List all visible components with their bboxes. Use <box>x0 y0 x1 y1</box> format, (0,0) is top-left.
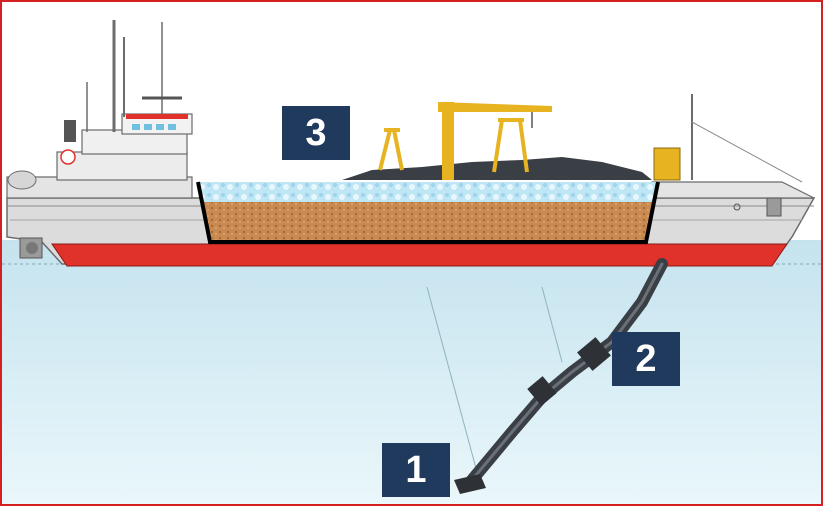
drag-head-label-badge: 1 <box>382 443 450 497</box>
bridge-window <box>144 124 152 130</box>
bridge-window <box>132 124 140 130</box>
hopper-sediment <box>202 202 654 240</box>
suction-pipe-label-badge: 2 <box>612 332 680 386</box>
porthole <box>733 203 741 211</box>
superstructure-lower <box>56 151 188 181</box>
propeller <box>26 242 38 254</box>
bow-deck <box>651 181 815 199</box>
hull-bottom-paint <box>51 243 788 267</box>
lifeboat <box>7 170 37 190</box>
bridge-roof <box>126 114 188 119</box>
funnel <box>64 120 76 142</box>
hopper-outline <box>196 181 660 244</box>
bridge-window <box>156 124 164 130</box>
rigging-wire <box>426 286 478 473</box>
hopper-water <box>199 182 657 202</box>
bow-winch <box>653 147 681 181</box>
hopper-label-badge: 3 <box>282 106 350 160</box>
pipe-joint <box>527 376 557 406</box>
gantry-crane-aft <box>378 128 404 171</box>
gantry-crane-forward <box>492 118 529 173</box>
bow-door <box>766 197 782 217</box>
bow-stay <box>691 121 803 183</box>
stored-pipe <box>342 157 652 180</box>
company-logo-icon <box>60 149 76 165</box>
bridge-window <box>168 124 176 130</box>
main-crane <box>438 102 552 180</box>
drag-head <box>454 474 486 494</box>
pipe-joint <box>577 337 611 371</box>
suction-pipe-highlight <box>470 262 664 482</box>
rigging-wire <box>541 286 563 363</box>
